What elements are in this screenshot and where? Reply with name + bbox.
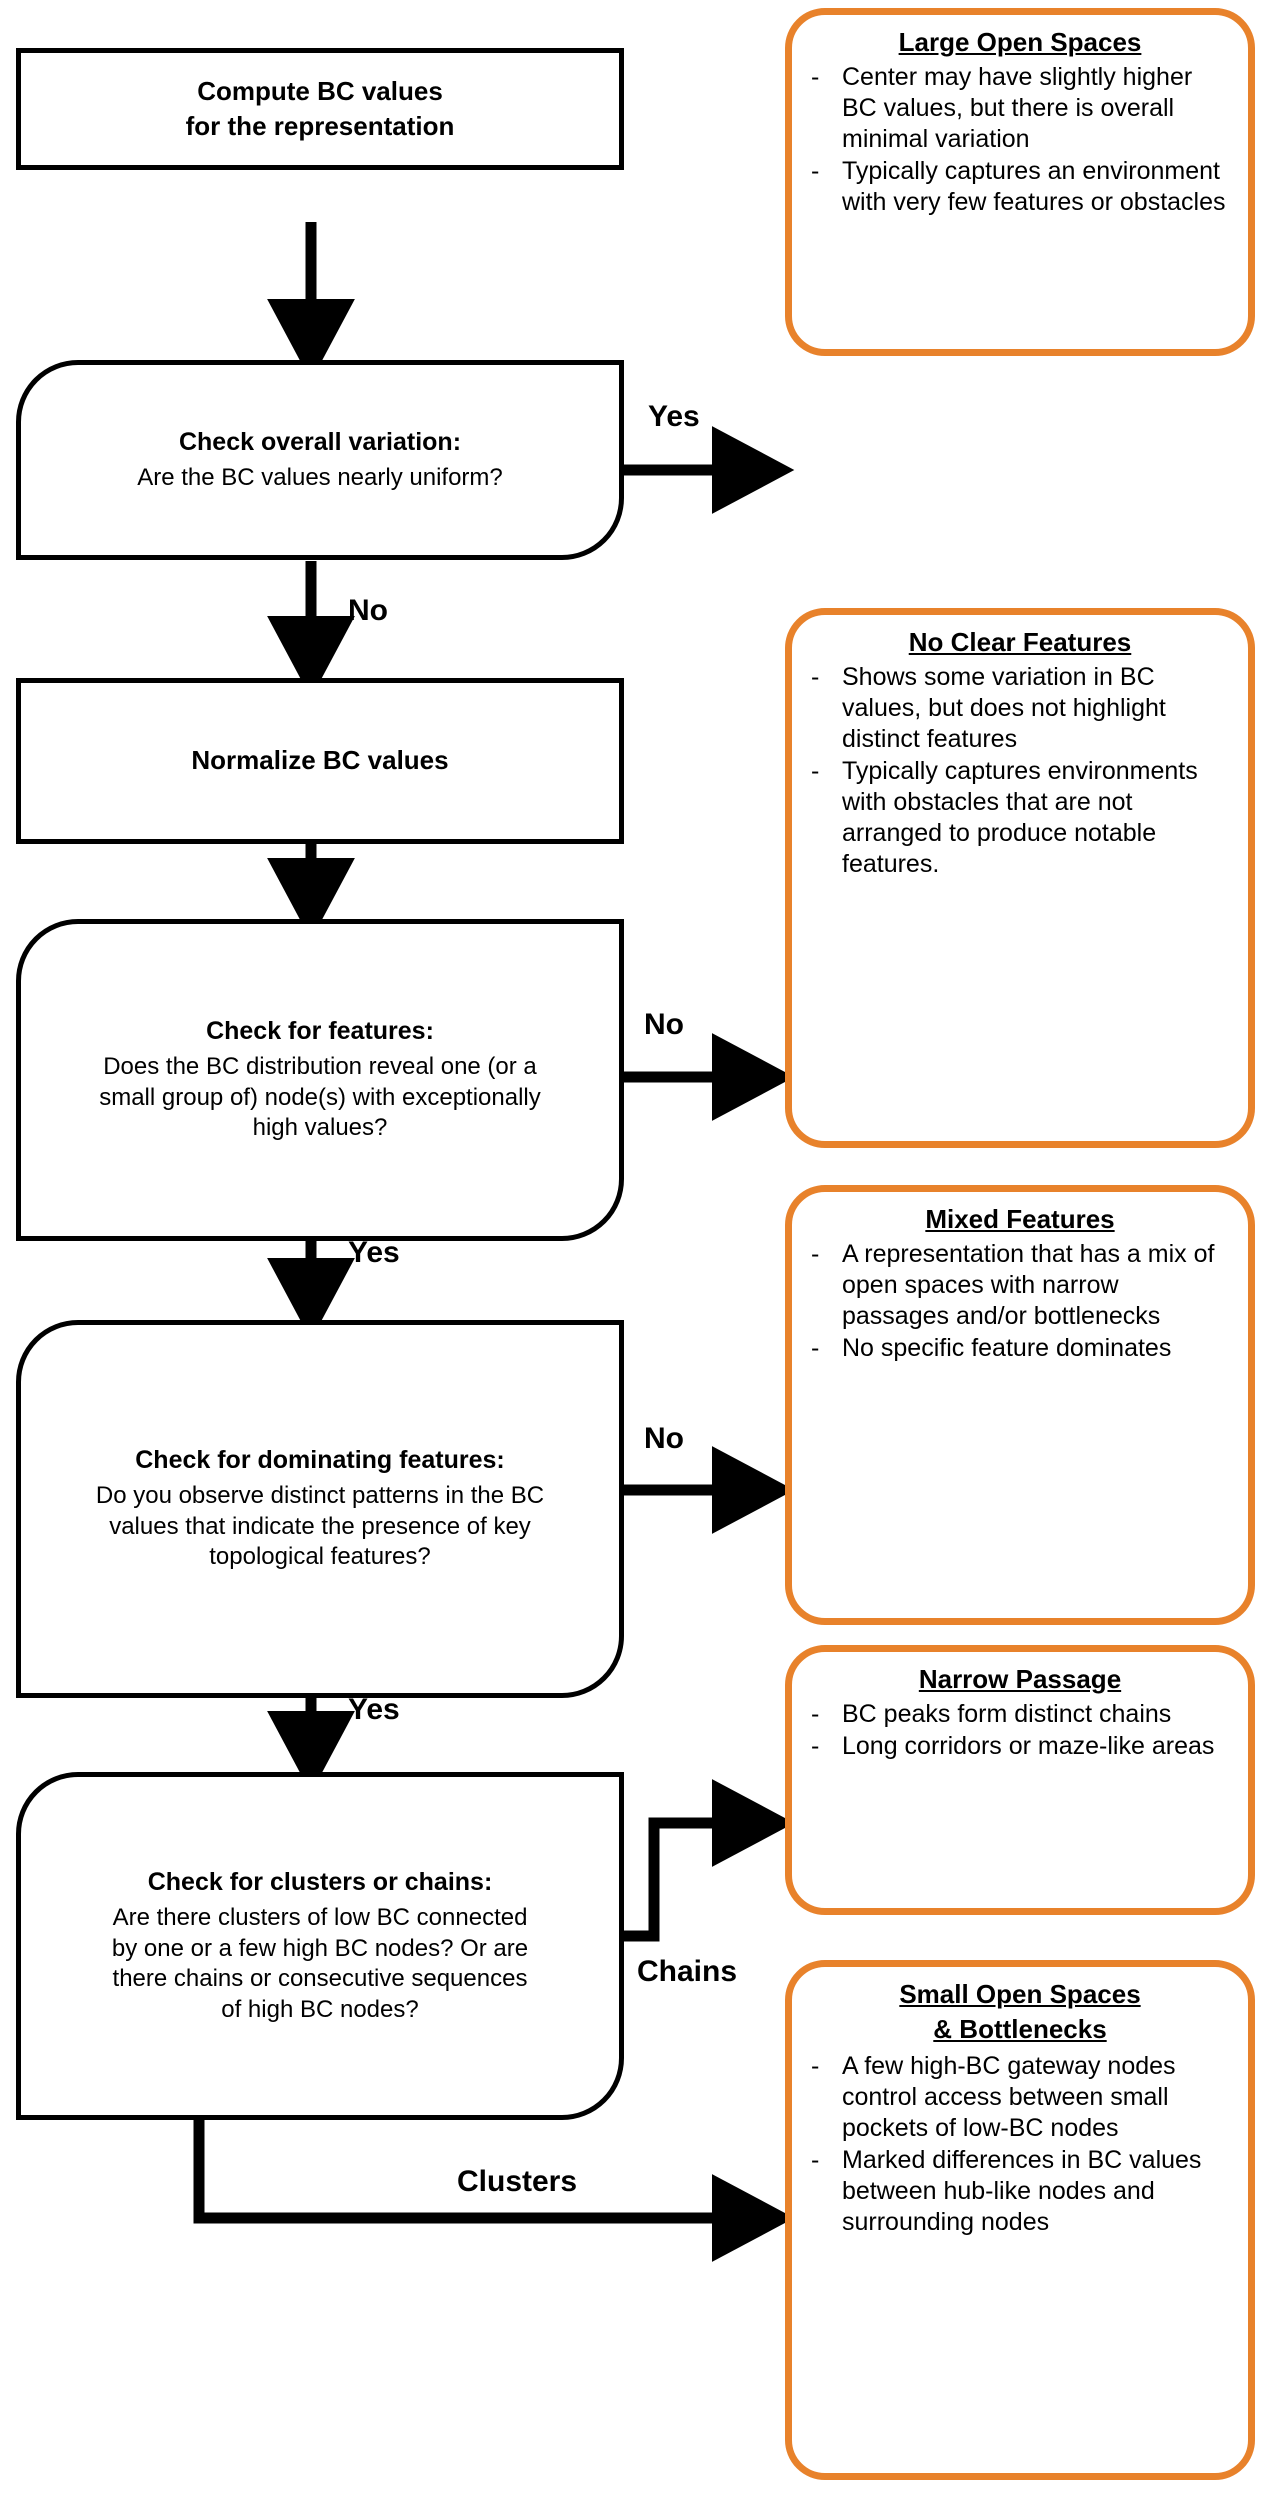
outcome-card-narrow-passage: Narrow Passage -BC peaks form distinct c… — [785, 1645, 1255, 1915]
decision-4-question: Are there clusters of low BC connected b… — [111, 1904, 529, 2023]
decision-1-question: Are the BC values nearly uniform? — [137, 463, 503, 491]
edge-label-features-no: No — [644, 1008, 684, 1041]
list-item: -A few high-BC gateway nodes control acc… — [808, 2051, 1232, 2144]
list-item: -A representation that has a mix of open… — [808, 1239, 1232, 1332]
bullet-dash: - — [811, 662, 820, 691]
outcome-4-title: Narrow Passage — [918, 1664, 1122, 1694]
bullet-text: Long corridors or maze-like areas — [842, 1731, 1215, 1760]
decision-1-title: Check overall variation: — [178, 427, 462, 456]
decision-2-question: Does the BC distribution reveal one (or … — [99, 1053, 541, 1142]
decision-3-title: Check for dominating features: — [135, 1446, 505, 1475]
bullet-dash: - — [811, 1239, 820, 1268]
process-normalize-bc-values-text: Normalize BC values — [191, 745, 449, 776]
edge-label-variation-yes: Yes — [648, 400, 700, 433]
bullet-dash: - — [811, 2146, 820, 2175]
bullet-text: BC peaks form distinct chains — [842, 1699, 1172, 1728]
list-item: -No specific feature dominates — [808, 1333, 1232, 1364]
edge-label-chains: Chains — [637, 1955, 738, 1988]
decision-2-title: Check for features: — [206, 1017, 434, 1046]
outcome-3-bullets: -A representation that has a mix of open… — [808, 1239, 1232, 1364]
process-normalize-bc-values: Normalize BC values — [16, 678, 624, 844]
list-item: -Typically captures an environment with … — [808, 156, 1232, 218]
decision-check-overall-variation: Check overall variation: Are the BC valu… — [16, 360, 624, 560]
decision-check-for-features: Check for features: Does the BC distribu… — [16, 919, 624, 1241]
outcome-3-title: Mixed Features — [925, 1204, 1115, 1234]
list-item: -Marked differences in BC values between… — [808, 2145, 1232, 2238]
edge-label-clusters: Clusters — [457, 2165, 578, 2198]
edge-label-features-yes: Yes — [348, 1236, 400, 1269]
list-item: -Shows some variation in BC values, but … — [808, 662, 1232, 755]
bullet-text: A few high-BC gateway nodes control acce… — [842, 2052, 1176, 2143]
decision-check-for-clusters-or-chains: Check for clusters or chains: Are there … — [16, 1772, 624, 2120]
bullet-text: Typically captures an environment with v… — [842, 156, 1226, 216]
bullet-dash: - — [811, 156, 820, 185]
bullet-text: Marked differences in BC values between … — [842, 2146, 1202, 2237]
outcome-5-title-line-2: & Bottlenecks — [933, 2013, 1107, 2044]
arrow-chains — [620, 1779, 795, 1942]
compute-line-2: for the representation — [185, 111, 455, 141]
decision-4-title: Check for clusters or chains: — [147, 1867, 493, 1896]
bullet-dash: - — [811, 756, 820, 785]
outcome-1-title: Large Open Spaces — [898, 27, 1142, 57]
bullet-dash: - — [811, 1333, 820, 1362]
decision-check-for-dominating-features: Check for dominating features: Do you ob… — [16, 1320, 624, 1698]
outcome-card-no-clear-features: No Clear Features -Shows some variation … — [785, 608, 1255, 1148]
bullet-text: A representation that has a mix of open … — [842, 1239, 1215, 1330]
bullet-text: Center may have slightly higher BC value… — [842, 62, 1193, 153]
outcome-5-title-line-1: Small Open Spaces — [899, 1979, 1141, 2009]
edge-label-variation-no: No — [348, 594, 388, 627]
outcome-5-bullets: -A few high-BC gateway nodes control acc… — [808, 2051, 1232, 2238]
compute-line-1: Compute BC values — [197, 75, 443, 106]
bullet-dash: - — [811, 1731, 820, 1760]
process-compute-bc-values-text: Compute BC values for the representation — [176, 74, 465, 145]
decision-3-question: Do you observe distinct patterns in the … — [95, 1482, 545, 1571]
process-compute-bc-values: Compute BC values for the representation — [16, 48, 624, 170]
list-item: -BC peaks form distinct chains — [808, 1699, 1232, 1730]
outcome-2-bullets: -Shows some variation in BC values, but … — [808, 662, 1232, 880]
bullet-dash: - — [811, 1699, 820, 1728]
edge-label-dominating-yes: Yes — [348, 1693, 400, 1726]
outcome-card-large-open-spaces: Large Open Spaces -Center may have sligh… — [785, 8, 1255, 356]
list-item: -Long corridors or maze-like areas — [808, 1731, 1232, 1762]
bullet-dash: - — [811, 2052, 820, 2081]
bullet-text: No specific feature dominates — [842, 1333, 1172, 1362]
edge-label-dominating-no: No — [644, 1422, 684, 1455]
bullet-text: Shows some variation in BC values, but d… — [842, 662, 1166, 753]
outcome-2-title: No Clear Features — [908, 627, 1132, 657]
outcome-1-bullets: -Center may have slightly higher BC valu… — [808, 62, 1232, 218]
bullet-dash: - — [811, 62, 820, 91]
list-item: -Center may have slightly higher BC valu… — [808, 62, 1232, 155]
outcome-card-mixed-features: Mixed Features -A representation that ha… — [785, 1185, 1255, 1625]
list-item: -Typically captures environments with ob… — [808, 756, 1232, 880]
outcome-card-small-open-spaces-and-bottlenecks: Small Open Spaces & Bottlenecks -A few h… — [785, 1960, 1255, 2480]
bullet-text: Typically captures environments with obs… — [842, 756, 1198, 878]
outcome-4-bullets: -BC peaks form distinct chains -Long cor… — [808, 1699, 1232, 1762]
